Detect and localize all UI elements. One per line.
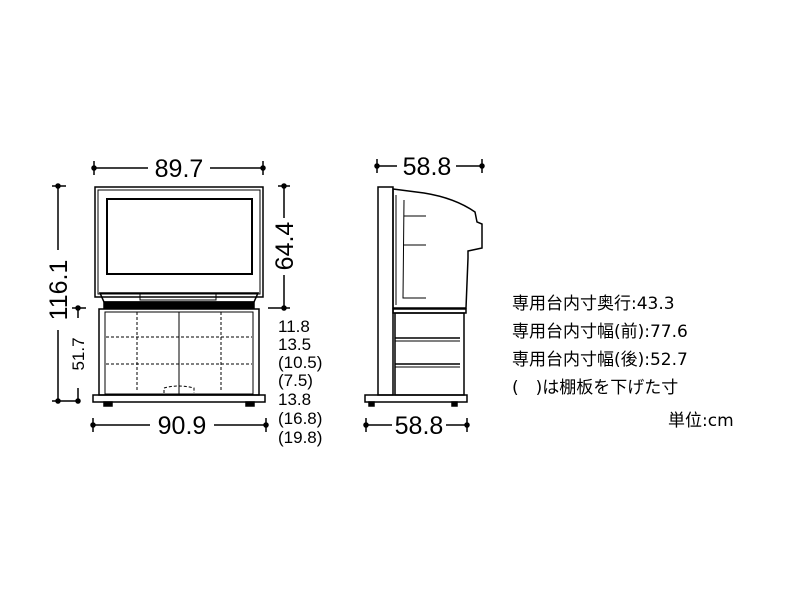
- shelf-height: (16.8): [278, 409, 322, 428]
- total-height-label: 116.1: [45, 260, 73, 321]
- note-inner-width-back: 専用台内寸幅(後):52.7: [512, 350, 688, 370]
- side-post: [377, 186, 394, 396]
- shelf-heights: 11.8 13.5 (10.5) (7.5) 13.8 (16.8) (19.8…: [278, 317, 322, 447]
- stand-height-dimension: 51.7: [69, 305, 88, 404]
- side-base: [364, 394, 468, 403]
- shelf-height: 13.8: [278, 390, 311, 409]
- shelf-height: (19.8): [278, 428, 322, 447]
- side-view: 58.8 58.8: [363, 153, 485, 440]
- stand-height-label: 51.7: [69, 337, 88, 370]
- note-inner-depth: 専用台内寸奥行:43.3: [512, 294, 675, 314]
- tv-side-profile: [392, 188, 483, 309]
- top-width-label: 89.7: [155, 155, 204, 183]
- tv-height-label: 64.4: [271, 222, 299, 271]
- side-cabinet: [394, 312, 465, 396]
- tv-height-dimension: 64.4: [268, 183, 299, 311]
- shelf-height: 13.5: [278, 335, 311, 354]
- bottom-width-label: 90.9: [158, 412, 207, 440]
- top-depth-dimension: 58.8: [374, 153, 485, 181]
- stand-base: [92, 394, 266, 403]
- bottom-width-dimension: 90.9: [90, 412, 269, 440]
- top-width-dimension: 89.7: [91, 155, 266, 183]
- bottom-depth-label: 58.8: [395, 412, 444, 440]
- tv-screen: [106, 198, 253, 275]
- note-parentheses: ( )は棚板を下げた寸: [512, 378, 679, 398]
- shelf-height: (7.5): [278, 371, 313, 390]
- unit-label: 単位:cm: [668, 411, 734, 431]
- top-depth-label: 58.8: [403, 153, 452, 181]
- front-view: 89.7 116.1 51.7: [45, 155, 322, 447]
- note-inner-width-front: 専用台内寸幅(前):77.6: [512, 322, 688, 342]
- shelf-height: (10.5): [278, 353, 322, 372]
- bottom-depth-dimension: 58.8: [363, 412, 470, 440]
- tv-frame: [94, 186, 264, 298]
- shelf-height: 11.8: [278, 317, 310, 336]
- total-height-dimension: 116.1: [45, 183, 80, 404]
